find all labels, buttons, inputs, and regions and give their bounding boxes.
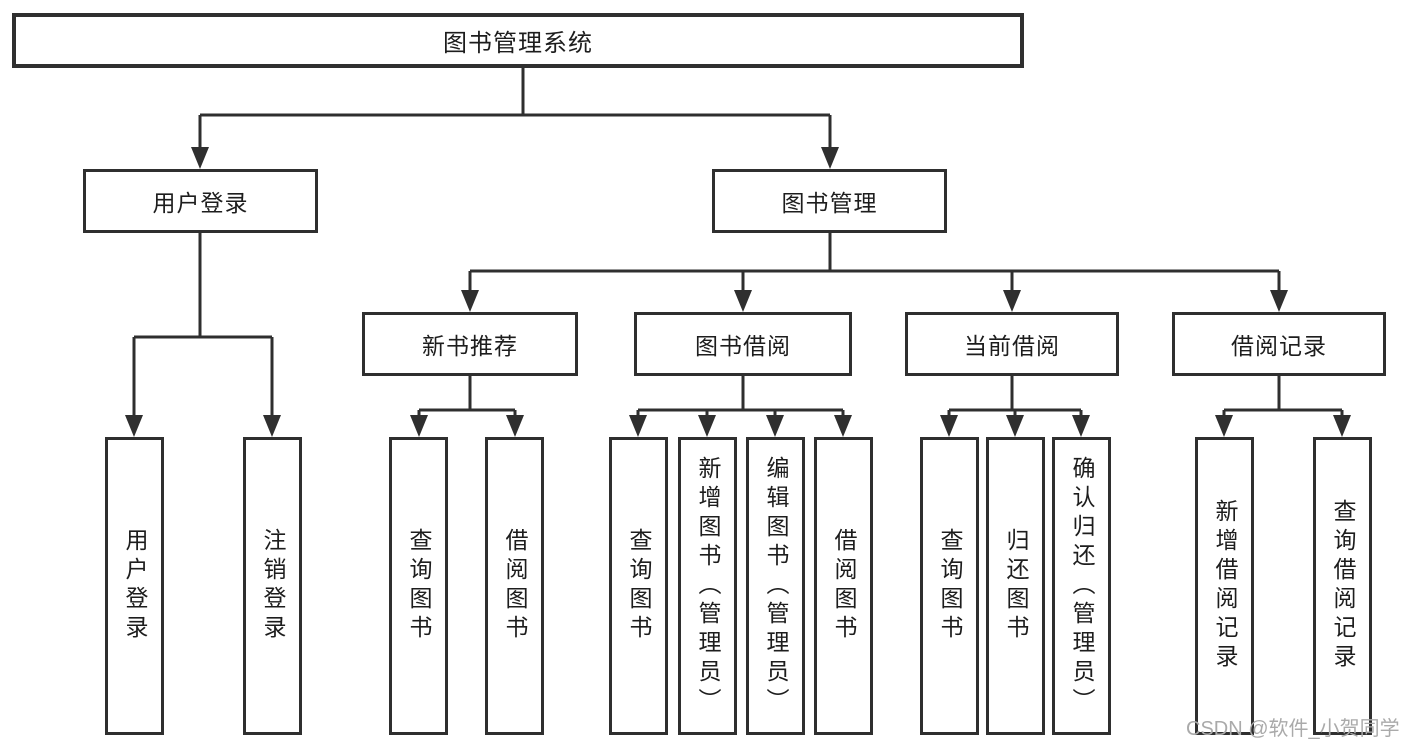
leaf-node-search-books-recommend: 查询图书 <box>389 437 448 735</box>
leaf-node-label: 编辑图书（管理员） <box>763 455 789 717</box>
node-new-book-recommendation: 新书推荐 <box>362 312 578 376</box>
leaf-node-edit-books-admin: 编辑图书（管理员） <box>746 437 805 735</box>
node-book-borrowing: 图书借阅 <box>634 312 852 376</box>
leaf-node-label: 查询图书 <box>406 528 432 644</box>
node-current-borrowing: 当前借阅 <box>905 312 1119 376</box>
leaf-node-search-books-current: 查询图书 <box>920 437 979 735</box>
leaf-node-confirm-return-admin: 确认归还（管理员） <box>1052 437 1111 735</box>
leaf-node-user-login: 用户登录 <box>105 437 164 735</box>
leaf-node-label: 查询图书 <box>626 528 652 644</box>
leaf-node-label: 用户登录 <box>122 528 148 644</box>
leaf-node-label: 新增借阅记录 <box>1212 499 1238 673</box>
leaf-node-borrow-books-recommend: 借阅图书 <box>485 437 544 735</box>
leaf-node-borrow-books: 借阅图书 <box>814 437 873 735</box>
node-label: 新书推荐 <box>422 333 518 359</box>
leaf-node-add-borrow-record: 新增借阅记录 <box>1195 437 1254 735</box>
leaf-node-search-books: 查询图书 <box>609 437 668 735</box>
branch-node-user-login: 用户登录 <box>83 169 318 233</box>
node-label: 当前借阅 <box>964 333 1060 359</box>
branch-node-label: 用户登录 <box>152 190 249 216</box>
root-node-library-management-system: 图书管理系统 <box>12 13 1024 68</box>
leaf-node-label: 借阅图书 <box>502 528 528 644</box>
leaf-node-return-books: 归还图书 <box>986 437 1045 735</box>
branch-node-book-management: 图书管理 <box>712 169 947 233</box>
leaf-node-label: 注销登录 <box>260 528 286 644</box>
leaf-node-label: 确认归还（管理员） <box>1069 455 1095 717</box>
leaf-node-label: 查询图书 <box>937 528 963 644</box>
leaf-node-add-books-admin: 新增图书（管理员） <box>678 437 737 735</box>
connector-arrowheads <box>125 147 1351 437</box>
leaf-node-search-borrow-record: 查询借阅记录 <box>1313 437 1372 735</box>
leaf-node-label: 查询借阅记录 <box>1330 499 1356 673</box>
leaf-node-label: 借阅图书 <box>831 528 857 644</box>
root-node-label: 图书管理系统 <box>443 30 593 57</box>
node-label: 图书借阅 <box>695 333 791 359</box>
branch-node-label: 图书管理 <box>781 190 878 216</box>
leaf-node-label: 归还图书 <box>1003 528 1029 644</box>
node-label: 借阅记录 <box>1231 333 1327 359</box>
leaf-node-label: 新增图书（管理员） <box>695 455 721 717</box>
csdn-watermark: CSDN @软件_小贺同学 <box>1186 718 1400 740</box>
leaf-node-logout: 注销登录 <box>243 437 302 735</box>
node-borrowing-records: 借阅记录 <box>1172 312 1386 376</box>
